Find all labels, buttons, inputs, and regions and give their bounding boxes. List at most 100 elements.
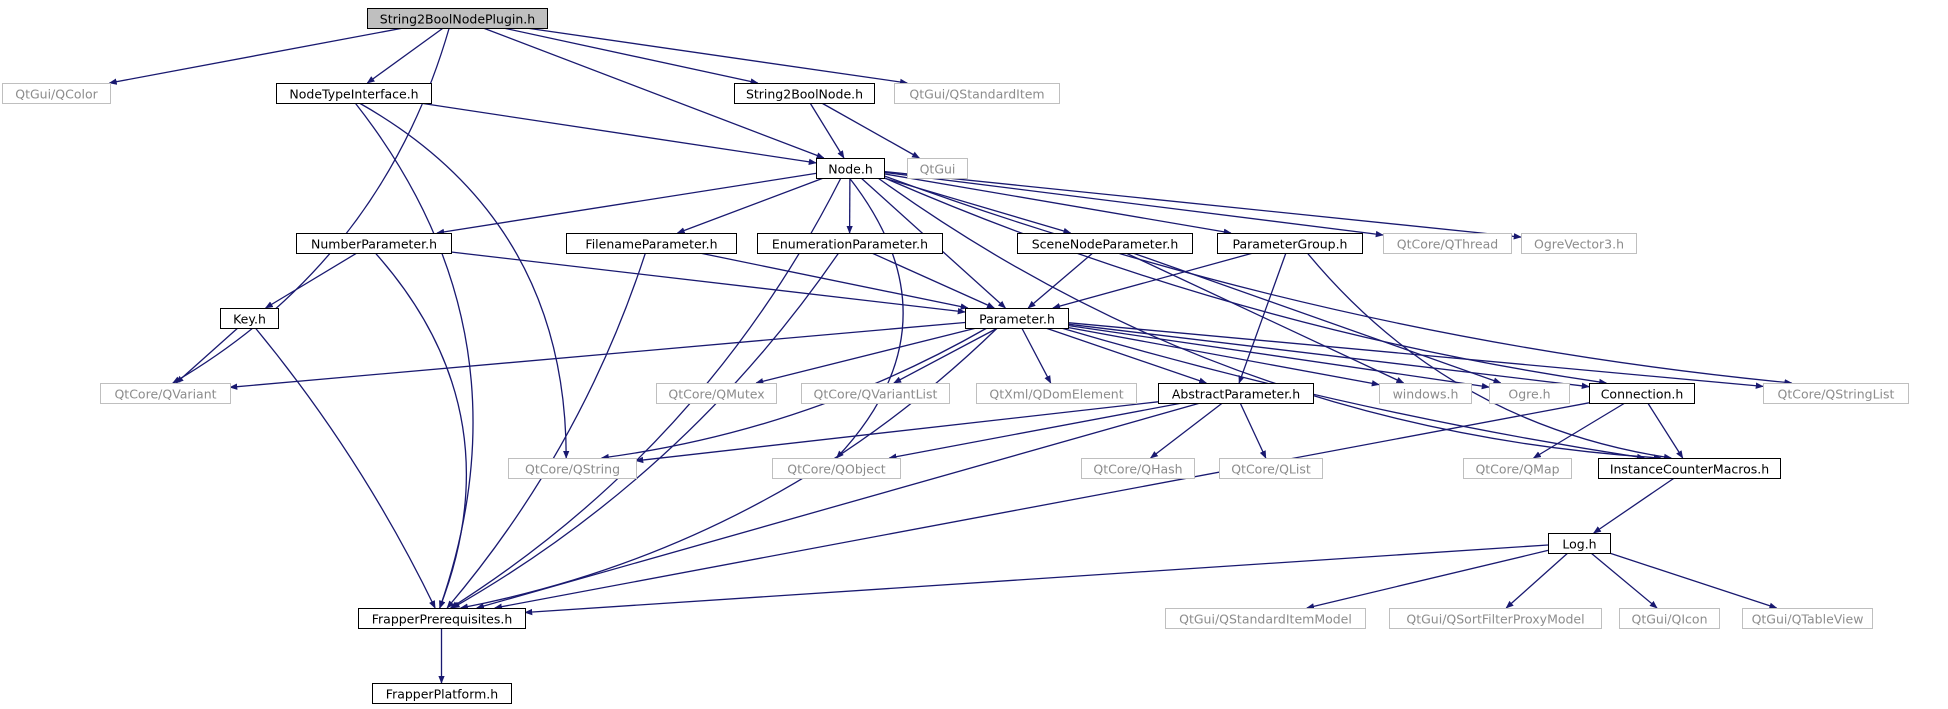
- node-box: [907, 158, 968, 179]
- node-label: String2BoolNode.h: [746, 87, 863, 102]
- node-box: [734, 83, 875, 104]
- edge-parameter-h-to-qtcore-qvariant: [229, 321, 966, 390]
- node-box: [757, 233, 943, 254]
- edge-key-h-to-qtcore-qvariant: [175, 327, 239, 384]
- edge-parameter-h-to-qtcore-qmutex: [755, 327, 977, 385]
- graph-node-qtcore-qvariantlist: QtCore/QVariantList: [801, 383, 950, 404]
- edge-log-h-to-qtgui-qsortfilterproxymodel: [1505, 552, 1569, 609]
- node-box: [367, 8, 548, 29]
- graph-node-ogrevector3-h: OgreVector3.h: [1521, 233, 1637, 254]
- graph-node-instancecountermacros-h[interactable]: InstanceCounterMacros.h: [1598, 458, 1781, 479]
- graph-node-abstractparameter-h[interactable]: AbstractParameter.h: [1158, 383, 1314, 404]
- graph-node-qtcore-qhash: QtCore/QHash: [1081, 458, 1195, 479]
- edge-abstractparameter-h-to-qtcore-qobject: [888, 402, 1183, 460]
- edge-string2boolnode-h-to-qtgui: [821, 102, 920, 159]
- edge-string2boolnodeplugin-h-to-qtgui-qstandarditem: [526, 27, 908, 86]
- node-label: QtCore/QVariantList: [814, 387, 938, 402]
- node-label: windows.h: [1393, 387, 1459, 402]
- graph-node-frapperplatform-h[interactable]: FrapperPlatform.h: [372, 683, 512, 704]
- edge-scenenodeparameter-h-to-ogre-h: [1132, 252, 1502, 384]
- graph-node-string2boolnode-h[interactable]: String2BoolNode.h: [734, 83, 875, 104]
- graph-node-parametergroup-h[interactable]: ParameterGroup.h: [1217, 233, 1363, 254]
- node-box: [965, 308, 1069, 329]
- graph-node-qtcore-qvariant: QtCore/QVariant: [100, 383, 231, 404]
- edge-connection-h-to-frapperprerequisites-h: [494, 402, 1590, 610]
- node-label: QtCore/QStringList: [1778, 387, 1895, 402]
- node-label: Connection.h: [1601, 387, 1684, 402]
- node-box: [1158, 383, 1314, 404]
- edge-scenenodeparameter-h-to-parameter-h: [1027, 252, 1094, 309]
- graph-node-qtcore-qthread: QtCore/QThread: [1383, 233, 1512, 254]
- graph-node-qtgui-qstandarditem: QtGui/QStandardItem: [894, 83, 1060, 104]
- edge-filenameparameter-h-to-frapperprerequisites-h: [446, 252, 647, 609]
- node-box: [1763, 383, 1909, 404]
- graph-node-key-h[interactable]: Key.h: [220, 308, 279, 329]
- edge-parameter-h-to-ogre-h: [1067, 324, 1490, 390]
- node-label: Log.h: [1562, 537, 1596, 552]
- edge-nodetypeinterface-h-to-node-h: [419, 102, 817, 165]
- edge-parametergroup-h-to-abstractparameter-h: [1238, 252, 1287, 384]
- node-label: SceneNodeParameter.h: [1032, 237, 1179, 252]
- edge-numberparameter-h-to-parameter-h: [450, 251, 966, 315]
- node-box: [2, 83, 111, 104]
- node-label: InstanceCounterMacros.h: [1610, 462, 1769, 477]
- graph-node-qtcore-qstring: QtCore/QString: [508, 458, 637, 479]
- node-label: QtGui/QSortFilterProxyModel: [1406, 612, 1584, 627]
- graph-node-frapperprerequisites-h[interactable]: FrapperPrerequisites.h: [358, 608, 526, 629]
- edge-node-h-to-qtcore-qobject: [835, 177, 904, 459]
- graph-node-string2boolnodeplugin-h[interactable]: String2BoolNodePlugin.h: [367, 8, 548, 29]
- edge-layer: [108, 27, 1793, 684]
- edge-node-h-to-parametergroup-h: [883, 173, 1232, 235]
- graph-node-enumerationparameter-h[interactable]: EnumerationParameter.h: [757, 233, 943, 254]
- edge-string2boolnodeplugin-h-to-qtcore-qvariant: [172, 27, 450, 384]
- graph-node-filenameparameter-h[interactable]: FilenameParameter.h: [566, 233, 737, 254]
- graph-node-qtcore-qmap: QtCore/QMap: [1463, 458, 1572, 479]
- graph-node-qtgui-qcolor: QtGui/QColor: [2, 83, 111, 104]
- node-label: QtCore/QObject: [787, 462, 886, 477]
- graph-node-connection-h[interactable]: Connection.h: [1589, 383, 1695, 404]
- graph-node-qtcore-qstringlist: QtCore/QStringList: [1763, 383, 1909, 404]
- graph-node-qtcore-qlist: QtCore/QList: [1219, 458, 1323, 479]
- node-box: [1017, 233, 1193, 254]
- graph-node-qtxml-qdomelement: QtXml/QDomElement: [976, 383, 1137, 404]
- edge-string2boolnode-h-to-node-h: [809, 102, 845, 159]
- node-label: FilenameParameter.h: [585, 237, 717, 252]
- node-label: NumberParameter.h: [311, 237, 437, 252]
- node-label: ParameterGroup.h: [1233, 237, 1348, 252]
- graph-node-nodetypeinterface-h[interactable]: NodeTypeInterface.h: [276, 83, 432, 104]
- node-label: AbstractParameter.h: [1172, 387, 1300, 402]
- edge-node-h-to-filenameparameter-h: [676, 177, 824, 234]
- node-label: EnumerationParameter.h: [772, 237, 928, 252]
- edge-string2boolnodeplugin-h-to-node-h: [482, 27, 825, 159]
- edge-connection-h-to-instancecountermacros-h: [1647, 402, 1684, 459]
- edge-node-h-to-instancecountermacros-h: [877, 177, 1662, 461]
- edge-parameter-h-to-qtcore-qstring: [600, 327, 988, 461]
- node-label: QtCore/QHash: [1093, 462, 1182, 477]
- graph-node-node-h[interactable]: Node.h: [816, 158, 885, 179]
- graph-node-windows-h: windows.h: [1379, 383, 1472, 404]
- node-box: [801, 383, 950, 404]
- graph-node-numberparameter-h[interactable]: NumberParameter.h: [296, 233, 452, 254]
- node-box: [1379, 383, 1472, 404]
- node-label: QtCore/QMap: [1475, 462, 1559, 477]
- node-box: [296, 233, 452, 254]
- node-box: [1489, 383, 1570, 404]
- node-box: [372, 683, 512, 704]
- edge-enumerationparameter-h-to-parameter-h: [871, 252, 995, 309]
- node-box: [1589, 383, 1695, 404]
- node-label: Key.h: [233, 312, 266, 327]
- node-box: [100, 383, 231, 404]
- edge-node-h-to-qtcore-qthread: [883, 171, 1384, 238]
- edge-instancecountermacros-h-to-log-h: [1593, 477, 1675, 534]
- edge-parameter-h-to-abstractparameter-h: [1045, 327, 1208, 384]
- node-box: [1742, 608, 1873, 629]
- graph-node-log-h[interactable]: Log.h: [1548, 533, 1611, 554]
- edge-parameter-h-to-qtcore-qvariantlist: [893, 327, 998, 384]
- edge-log-h-to-frapperprerequisites-h: [524, 544, 1549, 616]
- graph-node-parameter-h[interactable]: Parameter.h: [965, 308, 1069, 329]
- node-label: QtGui/QStandardItemModel: [1179, 612, 1352, 627]
- graph-node-scenenodeparameter-h[interactable]: SceneNodeParameter.h: [1017, 233, 1193, 254]
- edge-parametergroup-h-to-instancecountermacros-h: [1306, 252, 1672, 461]
- graph-node-qtcore-qobject: QtCore/QObject: [772, 458, 901, 479]
